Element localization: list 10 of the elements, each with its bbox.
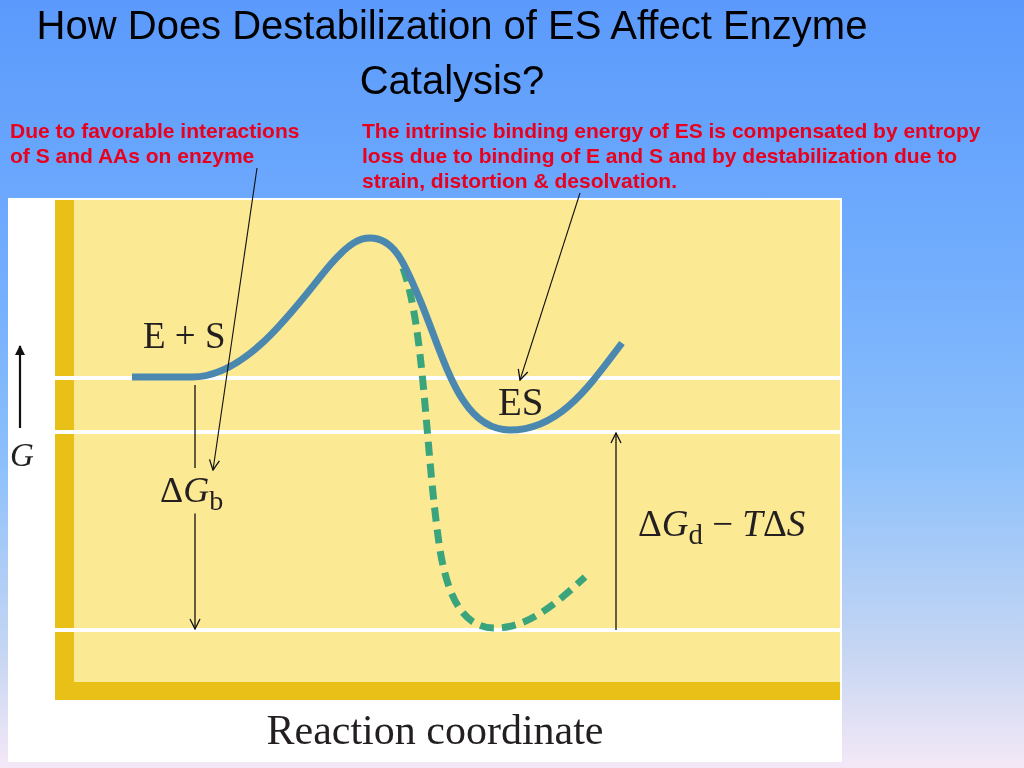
annotation-text: Due to favorable interactions of S and AAs on enzyme <box>10 118 310 168</box>
energy-label: ΔG$_{b}$ <box>160 470 224 512</box>
state-label: E + S <box>143 315 226 358</box>
slide-title: How Does Destabilization of ES Affect Enzyme Catalysis? <box>35 2 869 104</box>
axis-label: Reaction coordinate <box>266 706 604 755</box>
axis-label: G <box>10 437 34 475</box>
annotation-text: The intrinsic binding energy of ES is compensated by entropy loss due to binding of E and S and by destabilization due to strain, distortion & desolvation. <box>362 118 1007 193</box>
energy-label: ΔG$_{d}$ − TΔS <box>638 503 806 546</box>
state-label: ES <box>498 380 544 425</box>
leader-line <box>208 167 258 471</box>
